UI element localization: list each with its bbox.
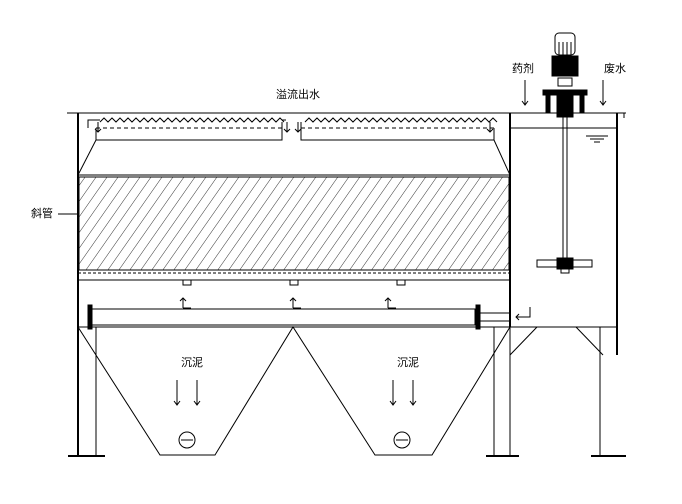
sludge-hoppers	[77, 326, 511, 456]
overflow-launders	[77, 117, 511, 176]
support-legs	[68, 326, 626, 457]
label-reagent: 药剂	[512, 62, 534, 75]
label-overflow-outlet: 溢流出水	[276, 88, 320, 101]
label-sludge-left: 沉泥	[181, 356, 203, 369]
mixer	[536, 32, 593, 274]
distribution-pipe	[87, 297, 531, 330]
label-wastewater: 废水	[604, 62, 626, 75]
label-sludge-right: 沉泥	[397, 356, 419, 369]
tube-supports	[182, 279, 406, 286]
tank-walls	[67, 112, 626, 455]
inclined-tube-pack	[78, 176, 510, 271]
label-inclined-tubes: 斜管	[31, 207, 53, 220]
